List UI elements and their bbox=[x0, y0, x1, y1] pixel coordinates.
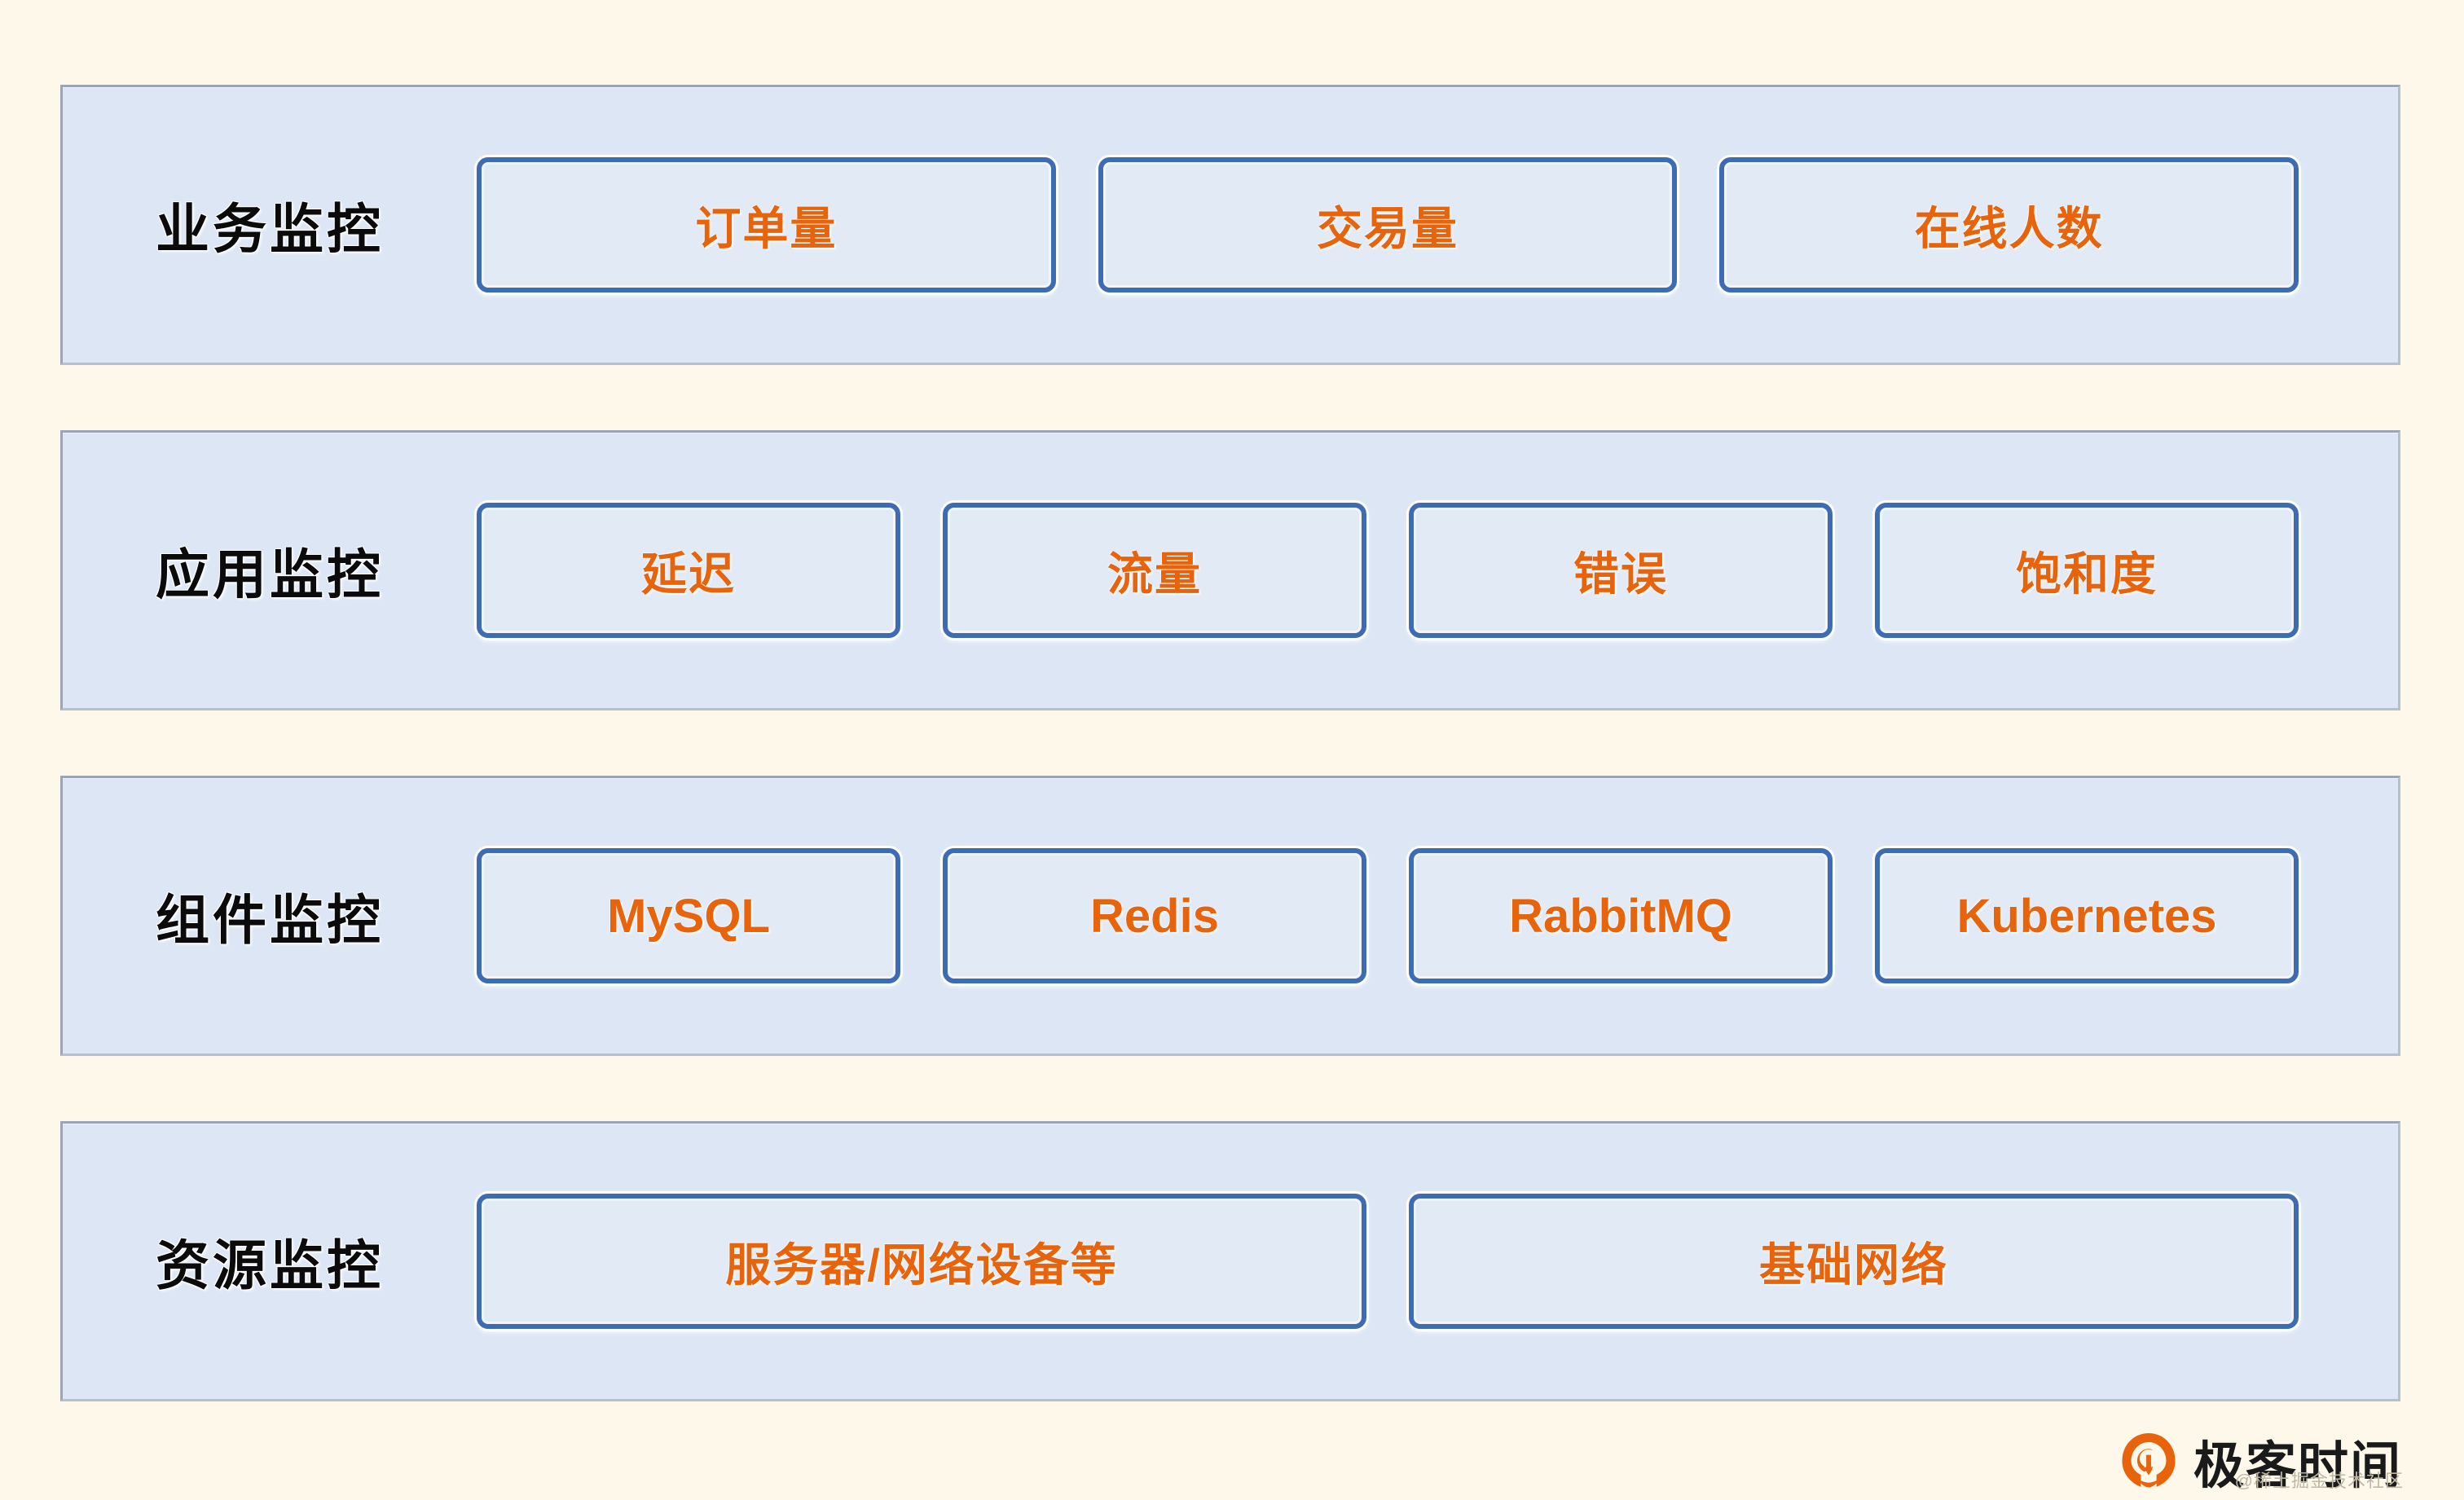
layer-items-resource-monitoring: 服务器/网络设备等 基础网络 bbox=[477, 1194, 2398, 1329]
item-label: 基础网络 bbox=[1759, 1238, 1948, 1291]
item-box-errors[interactable]: 错误 bbox=[1409, 503, 1833, 638]
layer-row-business-monitoring: 业务监控 订单量 交易量 在线人数 bbox=[60, 85, 2400, 365]
item-box-saturation[interactable]: 饱和度 bbox=[1875, 503, 2299, 638]
item-label: 错误 bbox=[1573, 548, 1668, 600]
item-box-transaction-volume[interactable]: 交易量 bbox=[1098, 157, 1678, 293]
layer-items-application-monitoring: 延迟 流量 错误 饱和度 bbox=[477, 503, 2398, 638]
brand-name: 极客时间 bbox=[2193, 1438, 2402, 1494]
item-box-latency[interactable]: 延迟 bbox=[477, 503, 900, 638]
item-label: Kubernetes bbox=[1956, 889, 2217, 943]
layer-row-application-monitoring: 应用监控 延迟 流量 错误 饱和度 bbox=[60, 430, 2400, 710]
layer-items-component-monitoring: MySQL Redis RabbitMQ Kubernetes bbox=[477, 848, 2398, 983]
item-box-servers-network-devices[interactable]: 服务器/网络设备等 bbox=[477, 1194, 1366, 1329]
item-box-rabbitmq[interactable]: RabbitMQ bbox=[1409, 848, 1833, 983]
item-label: 订单量 bbox=[695, 202, 838, 254]
geektime-circle-logo-icon bbox=[2119, 1431, 2179, 1491]
layer-row-component-monitoring: 组件监控 MySQL Redis RabbitMQ Kubernetes bbox=[60, 776, 2400, 1056]
item-label: Redis bbox=[1090, 889, 1219, 943]
item-label: MySQL bbox=[607, 889, 770, 943]
item-box-traffic[interactable]: 流量 bbox=[943, 503, 1366, 638]
item-box-online-users[interactable]: 在线人数 bbox=[1719, 157, 2299, 293]
item-box-order-volume[interactable]: 订单量 bbox=[477, 157, 1056, 293]
brand-logo: 极客时间 bbox=[2119, 1424, 2402, 1498]
watermark-text: @稀土掘金技术社区 bbox=[2234, 1471, 2404, 1491]
item-label: 服务器/网络设备等 bbox=[725, 1238, 1118, 1291]
layer-title-resource-monitoring: 资源监控 bbox=[156, 1235, 384, 1295]
layer-title-component-monitoring: 组件监控 bbox=[156, 890, 384, 950]
item-label: 延迟 bbox=[641, 548, 736, 600]
item-label: 在线人数 bbox=[1914, 202, 2104, 254]
item-label: 交易量 bbox=[1317, 202, 1459, 254]
layer-title-application-monitoring: 应用监控 bbox=[156, 544, 384, 605]
layer-title-business-monitoring: 业务监控 bbox=[156, 199, 384, 259]
item-label: 饱和度 bbox=[2016, 548, 2158, 600]
layer-items-business-monitoring: 订单量 交易量 在线人数 bbox=[477, 157, 2398, 293]
item-box-mysql[interactable]: MySQL bbox=[477, 848, 900, 983]
item-label: 流量 bbox=[1107, 548, 1202, 600]
item-box-redis[interactable]: Redis bbox=[943, 848, 1366, 983]
layer-row-resource-monitoring: 资源监控 服务器/网络设备等 基础网络 bbox=[60, 1121, 2400, 1401]
item-box-kubernetes[interactable]: Kubernetes bbox=[1875, 848, 2299, 983]
item-box-basic-network[interactable]: 基础网络 bbox=[1409, 1194, 2299, 1329]
item-label: RabbitMQ bbox=[1509, 889, 1732, 943]
